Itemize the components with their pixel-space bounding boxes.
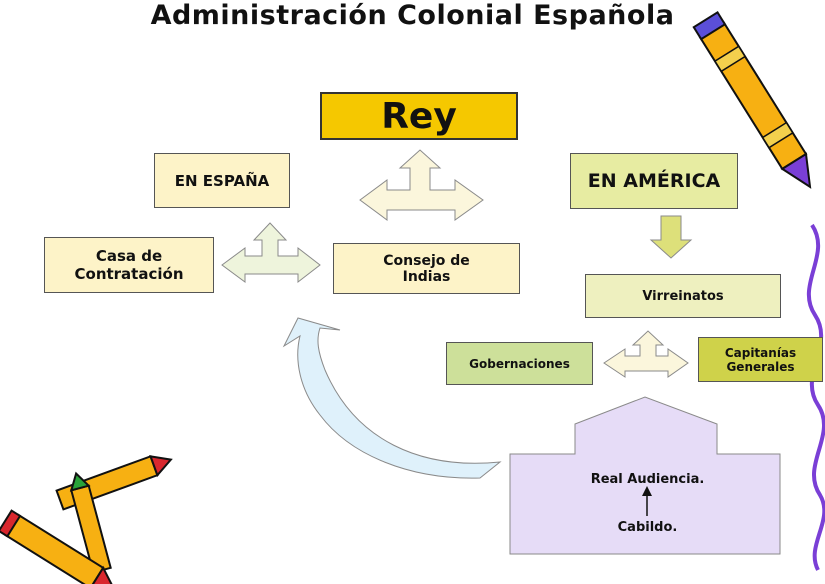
en-america-box: EN AMÉRICA bbox=[570, 153, 738, 209]
capitanias-line2: Generales bbox=[726, 359, 795, 374]
three-way-arrow-icon bbox=[359, 149, 484, 221]
rey-box: Rey bbox=[320, 92, 518, 140]
down-arrow-icon bbox=[649, 215, 693, 259]
capitanias-box: Capitanías Generales bbox=[698, 337, 823, 382]
casa-contratacion-line2: Contratación bbox=[74, 265, 184, 283]
crayons-pile-icon bbox=[0, 455, 173, 584]
curved-arrow-icon bbox=[282, 317, 502, 479]
virreinatos-label: Virreinatos bbox=[642, 288, 724, 304]
three-way-arrow-icon bbox=[221, 222, 321, 284]
consejo-indias-line2: Indias bbox=[402, 268, 451, 285]
small-up-arrow-icon bbox=[642, 486, 652, 516]
real-audiencia-label: Real Audiencia. bbox=[590, 472, 705, 487]
virreinatos-box: Virreinatos bbox=[585, 274, 781, 318]
en-espana-label: EN ESPAÑA bbox=[174, 171, 270, 190]
consejo-indias-line1: Consejo de bbox=[383, 252, 470, 269]
casa-contratacion-line1: Casa de bbox=[95, 247, 163, 265]
diagram-title: Administración Colonial Española bbox=[150, 0, 675, 31]
crayon-icon bbox=[692, 11, 812, 189]
up-arrow-shape bbox=[509, 396, 781, 555]
cabildo-label: Cabildo. bbox=[617, 520, 678, 535]
gobernaciones-label: Gobernaciones bbox=[469, 356, 570, 371]
en-america-label: EN AMÉRICA bbox=[587, 170, 721, 192]
three-way-arrow-icon bbox=[603, 330, 689, 378]
wavy-line-icon bbox=[807, 223, 825, 571]
rey-label: Rey bbox=[381, 95, 457, 137]
casa-contratacion-box: Casa de Contratación bbox=[44, 237, 214, 293]
consejo-indias-box: Consejo de Indias bbox=[333, 243, 520, 294]
gobernaciones-box: Gobernaciones bbox=[446, 342, 593, 385]
en-espana-box: EN ESPAÑA bbox=[154, 153, 290, 208]
capitanias-line1: Capitanías bbox=[724, 345, 797, 360]
